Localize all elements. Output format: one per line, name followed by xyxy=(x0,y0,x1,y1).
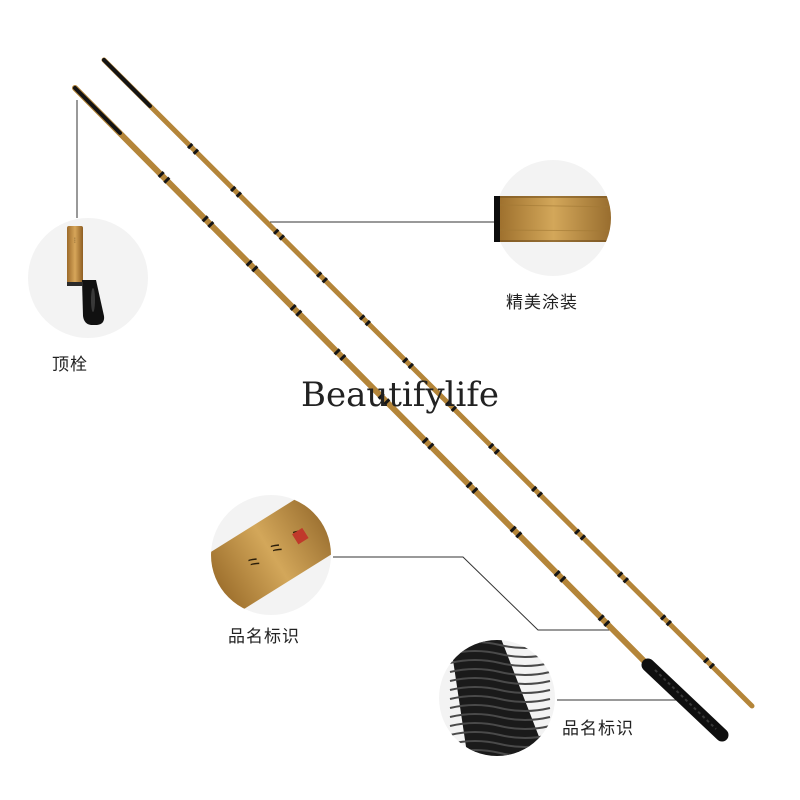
fishing-rod-lower xyxy=(72,85,729,742)
grip-texture-line xyxy=(450,759,550,765)
handle-mark-detail xyxy=(439,640,555,765)
rod-ring-band xyxy=(251,265,259,273)
rod-ring-band xyxy=(616,571,624,578)
brand-mark-detail: ⺀ ⺀ ⺀ xyxy=(211,495,331,615)
rod-ring-band xyxy=(659,614,667,621)
rod-ring-band xyxy=(339,353,347,362)
rod-ring-band xyxy=(377,392,385,400)
rod-ring-band xyxy=(665,619,673,627)
grip-texture-line xyxy=(449,704,551,712)
leader-lines xyxy=(76,100,690,701)
grip-texture-line xyxy=(449,650,551,658)
rod-ring-band xyxy=(229,185,237,193)
rod-ring-band xyxy=(333,348,341,356)
grip-texture-line xyxy=(449,659,551,667)
rod-ring-band xyxy=(201,215,209,223)
rod-ring-band xyxy=(622,577,630,584)
rod-ring-band xyxy=(708,662,716,670)
rod-ring-band xyxy=(493,448,501,455)
rod-ring-band xyxy=(235,191,243,198)
rod-ring-band xyxy=(401,357,409,364)
coating-label: 精美涂装 xyxy=(506,293,578,313)
fishing-rod-upper xyxy=(101,57,755,709)
grip-texture-line xyxy=(449,713,551,721)
rod-ring-band xyxy=(157,170,165,179)
rod-ring-band xyxy=(573,528,581,535)
rod-ring-band xyxy=(471,486,479,495)
rod-ring-band xyxy=(487,442,495,450)
rod-ring-band xyxy=(295,309,303,317)
rod-ring-band xyxy=(702,657,710,664)
grip-texture-line xyxy=(449,668,551,676)
rod-ring-band xyxy=(407,362,415,370)
rod-ring-band xyxy=(186,142,194,150)
rod-ring-band xyxy=(321,277,329,284)
rod-ring-band xyxy=(553,569,561,578)
top-plug-detail: ⋮ xyxy=(28,218,148,338)
rod-ring-band xyxy=(597,614,605,622)
svg-text:⋮: ⋮ xyxy=(72,237,78,244)
rod-ring-band xyxy=(515,531,523,539)
rod-ring-band xyxy=(427,442,435,450)
grip-texture-line xyxy=(449,731,551,739)
brand-mark-label: 品名标识 xyxy=(228,627,300,647)
rod-ring-band xyxy=(245,259,253,267)
rod-ring-band xyxy=(364,319,372,327)
coating-detail xyxy=(494,160,611,276)
grip-texture-line xyxy=(449,686,551,694)
top-plug-label: 顶栓 xyxy=(52,355,88,375)
rod-ring-band xyxy=(272,228,280,235)
rod-ring-band xyxy=(383,398,391,406)
handle-mark-label: 品名标识 xyxy=(562,719,634,739)
red-seal-icon xyxy=(292,527,309,545)
rod-ring-band xyxy=(509,525,517,533)
leader-brand xyxy=(333,556,615,631)
grip-texture-line xyxy=(449,722,551,730)
rod-ring-band xyxy=(559,575,567,583)
rod-ring-band xyxy=(579,534,587,541)
rod-ring-band xyxy=(536,491,544,498)
rod-ring-band xyxy=(278,234,286,241)
rod-ring-band xyxy=(444,399,452,407)
rod-ring-band xyxy=(207,220,215,229)
rod-ring-band xyxy=(315,271,323,278)
rod-ring-band xyxy=(530,485,538,493)
rod-ring-band xyxy=(289,303,297,312)
rod-ring-band xyxy=(358,314,366,321)
watermark-text: Beautifylife xyxy=(300,375,500,415)
grip-texture-line xyxy=(449,695,551,703)
rod-ring-band xyxy=(450,405,458,413)
rod-ring-band xyxy=(163,176,171,184)
rod-ring-band xyxy=(603,619,611,628)
grip-texture-line xyxy=(449,677,551,685)
rod-ring-band xyxy=(465,481,473,489)
rod-ring-band xyxy=(192,148,200,155)
rod-ring-band xyxy=(421,436,429,445)
